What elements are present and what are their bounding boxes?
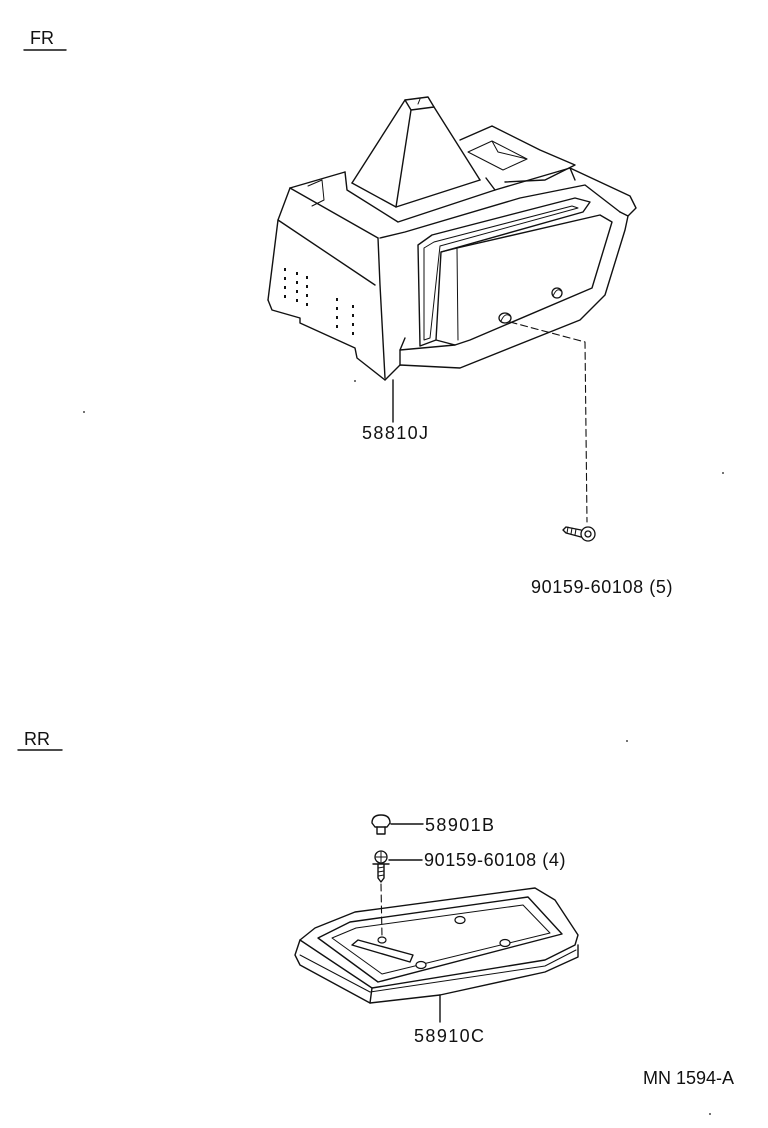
part-number-screw-rear: 90159-60108 (4)	[424, 850, 567, 870]
screw-rear	[372, 850, 390, 883]
vent-holes	[284, 268, 354, 335]
clip-rear	[371, 814, 391, 835]
part-number-rear-tray: 58910C	[414, 1026, 486, 1046]
shift-boot	[351, 96, 481, 208]
drawing-id: MN 1594-A	[643, 1068, 735, 1088]
part-number-screw-front: 90159-60108 (5)	[531, 577, 674, 597]
console-box-front	[267, 96, 637, 381]
alignment-line-front	[509, 321, 588, 523]
part-number-clip-rear: 58901B	[425, 815, 496, 835]
scan-specks	[83, 380, 724, 1115]
screw-front	[562, 526, 596, 542]
alignment-line-rear	[380, 883, 383, 938]
rear-section-label: RR	[24, 729, 50, 749]
part-number-console-box: 58810J	[362, 423, 430, 443]
front-section-label: FR	[30, 28, 54, 48]
rear-tray	[294, 887, 579, 1004]
